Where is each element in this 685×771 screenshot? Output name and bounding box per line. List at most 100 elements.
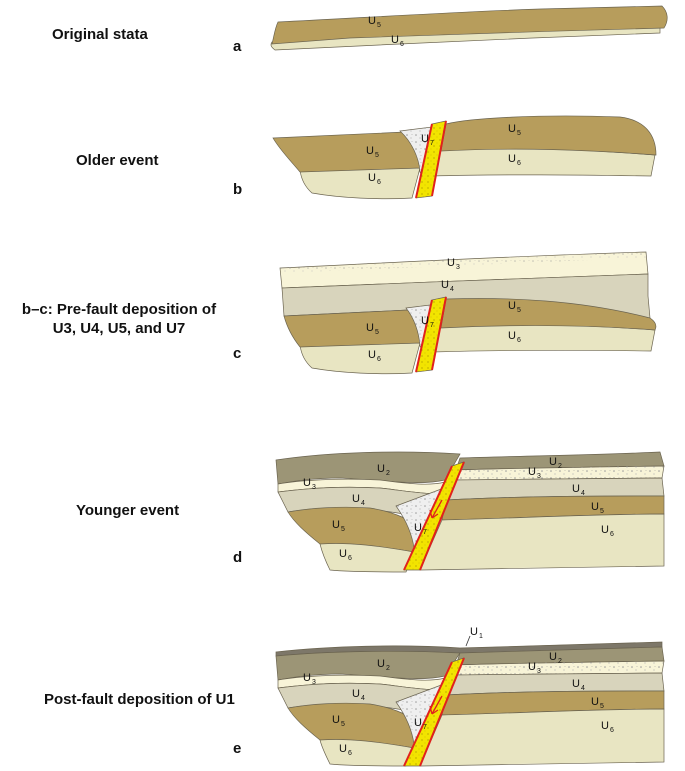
svg-text:5: 5	[375, 152, 379, 159]
svg-text:U: U	[368, 349, 376, 361]
svg-text:U: U	[528, 466, 536, 478]
svg-text:U: U	[572, 678, 580, 690]
panel-letter-b: b	[233, 181, 243, 198]
svg-text:U: U	[601, 524, 609, 536]
svg-text:3: 3	[312, 679, 316, 686]
svg-text:U: U	[377, 463, 385, 475]
panel-e-unit-6-left	[319, 739, 415, 767]
svg-text:7: 7	[423, 724, 427, 731]
svg-text:U: U	[414, 522, 422, 534]
svg-text:3: 3	[456, 264, 460, 271]
svg-text:U: U	[414, 717, 422, 729]
svg-text:5: 5	[517, 307, 521, 314]
panel-c-unit-3-gravel	[280, 252, 646, 273]
panel-e-unit-7-gravel	[396, 684, 444, 754]
svg-text:U: U	[303, 477, 311, 489]
svg-text:3: 3	[312, 484, 316, 491]
svg-text:7: 7	[430, 140, 434, 147]
svg-text:4: 4	[361, 500, 365, 507]
svg-text:U: U	[508, 153, 516, 165]
svg-text:U: U	[601, 720, 609, 732]
panel-e-unit-3-right-gravel	[452, 661, 664, 675]
svg-text:2: 2	[558, 463, 562, 470]
svg-text:2: 2	[386, 665, 390, 672]
panel-c-unit-5-right	[440, 298, 657, 331]
caption-bc-line1: b–c: Pre-fault deposition of	[21, 301, 217, 318]
svg-text:6: 6	[610, 531, 614, 538]
panel-e-fault-line-right	[419, 657, 465, 767]
svg-text:4: 4	[581, 685, 585, 692]
panel-d-unit-7-gravel	[396, 488, 444, 558]
svg-text:6: 6	[377, 356, 381, 363]
svg-text:U: U	[591, 501, 599, 513]
svg-text:U: U	[352, 688, 360, 700]
panel-b-unit-6-left	[299, 167, 421, 200]
svg-text:6: 6	[400, 41, 404, 48]
svg-text:U: U	[366, 145, 374, 157]
panel-c-unit-5-left	[283, 309, 421, 348]
panel-e-unit-2-left	[275, 650, 461, 681]
svg-text:3: 3	[537, 473, 541, 480]
panel-b-unit-5-left	[272, 131, 421, 173]
svg-text:U: U	[528, 661, 536, 673]
panel-d-unit-2-left	[275, 451, 461, 485]
panel-c-fault-line-left	[415, 299, 433, 373]
svg-text:U: U	[591, 696, 599, 708]
panel-e-fault-line-left	[403, 661, 453, 767]
panel-letter-d: d	[233, 549, 243, 566]
svg-text:5: 5	[341, 526, 345, 533]
caption-a: Original stata	[52, 26, 148, 43]
svg-text:5: 5	[600, 703, 604, 710]
svg-text:4: 4	[450, 286, 454, 293]
svg-text:U: U	[368, 172, 376, 184]
panel-b-fault-zone-dots	[416, 121, 446, 198]
svg-text:U: U	[352, 493, 360, 505]
svg-text:4: 4	[581, 490, 585, 497]
panel-c-fault-line-right	[431, 296, 447, 371]
svg-text:U: U	[470, 626, 478, 638]
svg-text:U: U	[391, 34, 399, 46]
svg-text:U: U	[508, 330, 516, 342]
caption-b: Older event	[76, 152, 159, 169]
panel-letter-a: a	[233, 38, 242, 55]
svg-text:2: 2	[386, 470, 390, 477]
panel-e-u1-leader	[465, 635, 471, 647]
svg-text:U: U	[508, 300, 516, 312]
svg-text:5: 5	[600, 508, 604, 515]
svg-text:U: U	[549, 456, 557, 468]
panel-d-fault-line-left	[403, 465, 453, 571]
panel-c-unit-6-right	[431, 324, 656, 353]
svg-text:U: U	[508, 123, 516, 135]
